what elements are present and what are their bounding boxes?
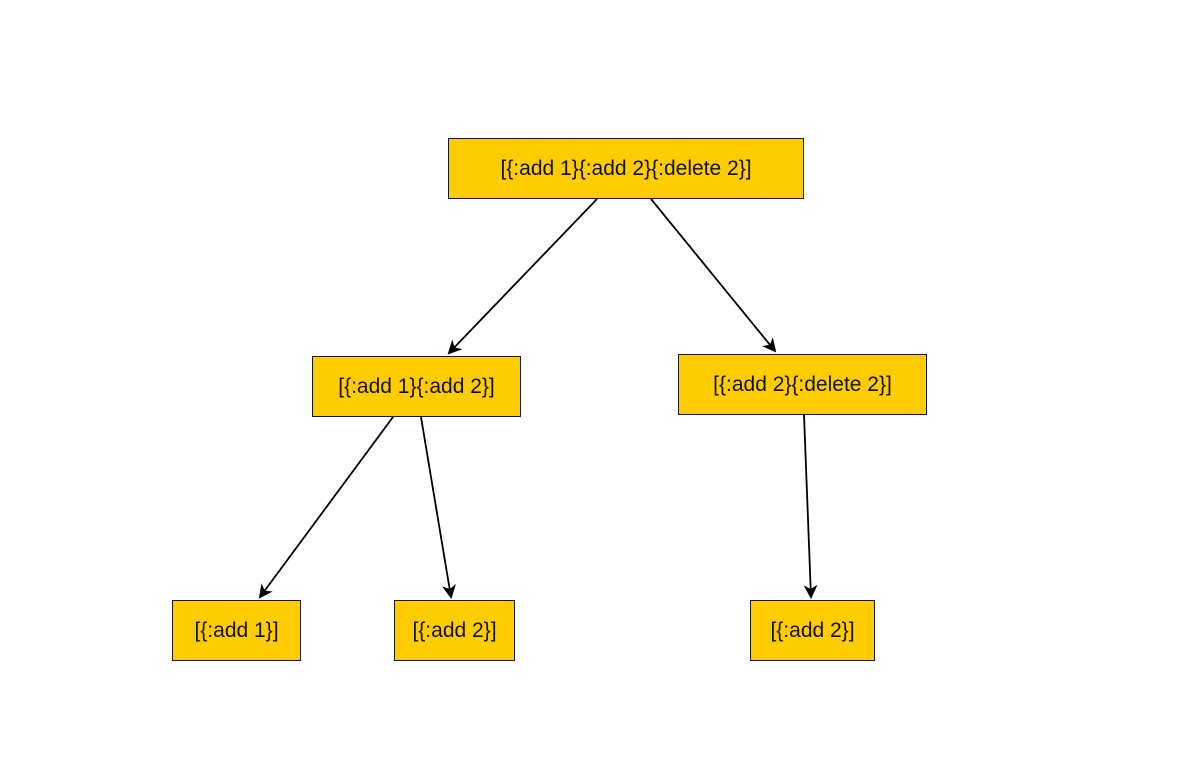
node-label: [{:add 2}] bbox=[770, 618, 855, 642]
node-label: [{:add 2}] bbox=[412, 618, 497, 642]
node-label: [{:add 1}{:add 2}{:delete 2}] bbox=[500, 156, 752, 180]
node-left-right-leaf: [{:add 2}] bbox=[394, 600, 515, 661]
edge-left-to-lr bbox=[420, 416, 456, 599]
node-left-child: [{:add 1}{:add 2}] bbox=[312, 356, 521, 417]
node-label: [{:add 1}{:add 2}] bbox=[338, 374, 495, 398]
edge-root-to-right bbox=[650, 198, 777, 353]
edge-root-to-left bbox=[447, 198, 598, 355]
node-root: [{:add 1}{:add 2}{:delete 2}] bbox=[448, 138, 804, 199]
node-right-left-leaf: [{:add 2}] bbox=[750, 600, 875, 661]
node-label: [{:add 1}] bbox=[194, 618, 279, 642]
node-left-left-leaf: [{:add 1}] bbox=[172, 600, 301, 661]
edge-left-to-ll bbox=[258, 416, 394, 599]
node-right-child: [{:add 2}{:delete 2}] bbox=[678, 354, 927, 415]
node-label: [{:add 2}{:delete 2}] bbox=[713, 372, 892, 396]
edge-right-to-rl bbox=[803, 414, 818, 599]
